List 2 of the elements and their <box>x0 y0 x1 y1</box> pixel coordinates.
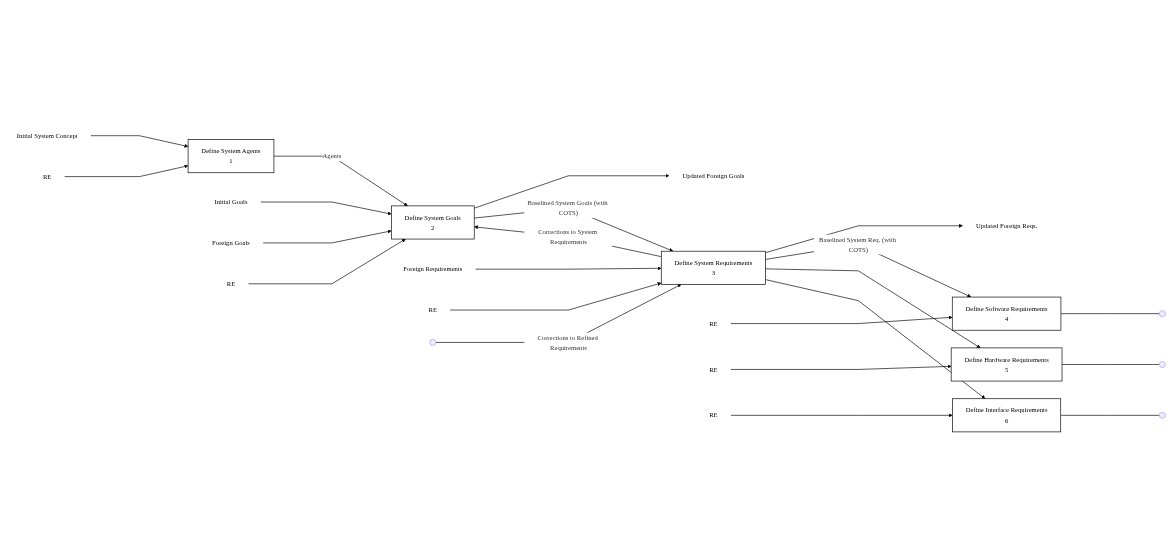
connector <box>1060 313 1160 314</box>
connector <box>1061 364 1160 365</box>
